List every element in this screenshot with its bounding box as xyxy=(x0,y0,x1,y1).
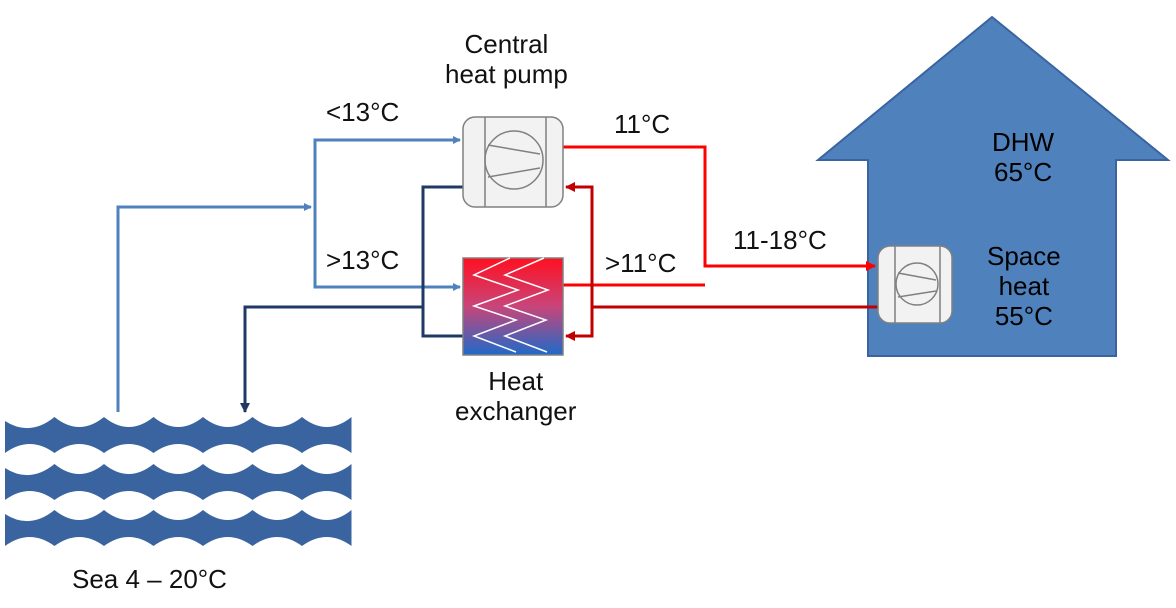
building-heat-pump-icon xyxy=(877,245,953,324)
central-heat-pump-label: Central heat pump xyxy=(445,29,568,90)
dhw-label: DHW 65°C xyxy=(992,127,1055,188)
sea-water-return-pipes xyxy=(240,185,463,413)
supply-pipes xyxy=(563,145,876,287)
central-heat-pump-icon xyxy=(462,116,564,208)
label-line: Heat xyxy=(488,366,544,396)
label-line: Space xyxy=(987,241,1061,271)
temp-11: 11°C xyxy=(614,109,671,139)
heat-exchanger-icon xyxy=(462,257,564,356)
sea-waves-icon xyxy=(5,417,352,546)
temp-above-11: >11°C xyxy=(605,248,677,278)
wave-row xyxy=(5,417,352,453)
sea-water-supply-pipes xyxy=(116,136,461,412)
return-pipes xyxy=(565,182,878,341)
label-line: 55°C xyxy=(994,300,1053,331)
label-line: 65°C xyxy=(994,156,1053,187)
wave-row xyxy=(5,510,352,546)
label-line: heat pump xyxy=(445,58,568,89)
label-line: Central xyxy=(464,29,549,59)
sea-label: Sea 4 – 20°C xyxy=(72,564,227,594)
label-line: exchanger xyxy=(455,395,577,426)
label-line: DHW xyxy=(992,127,1055,157)
temp-range-11-18: 11-18°C xyxy=(733,225,827,255)
temp-above-13: >13°C xyxy=(326,245,400,275)
label-line: heat xyxy=(998,270,1050,301)
temp-below-13: <13°C xyxy=(326,97,400,127)
wave-row xyxy=(5,464,352,500)
heat-exchanger-label: Heat exchanger xyxy=(455,366,577,427)
space-heat-label: Space heat 55°C xyxy=(987,241,1061,332)
